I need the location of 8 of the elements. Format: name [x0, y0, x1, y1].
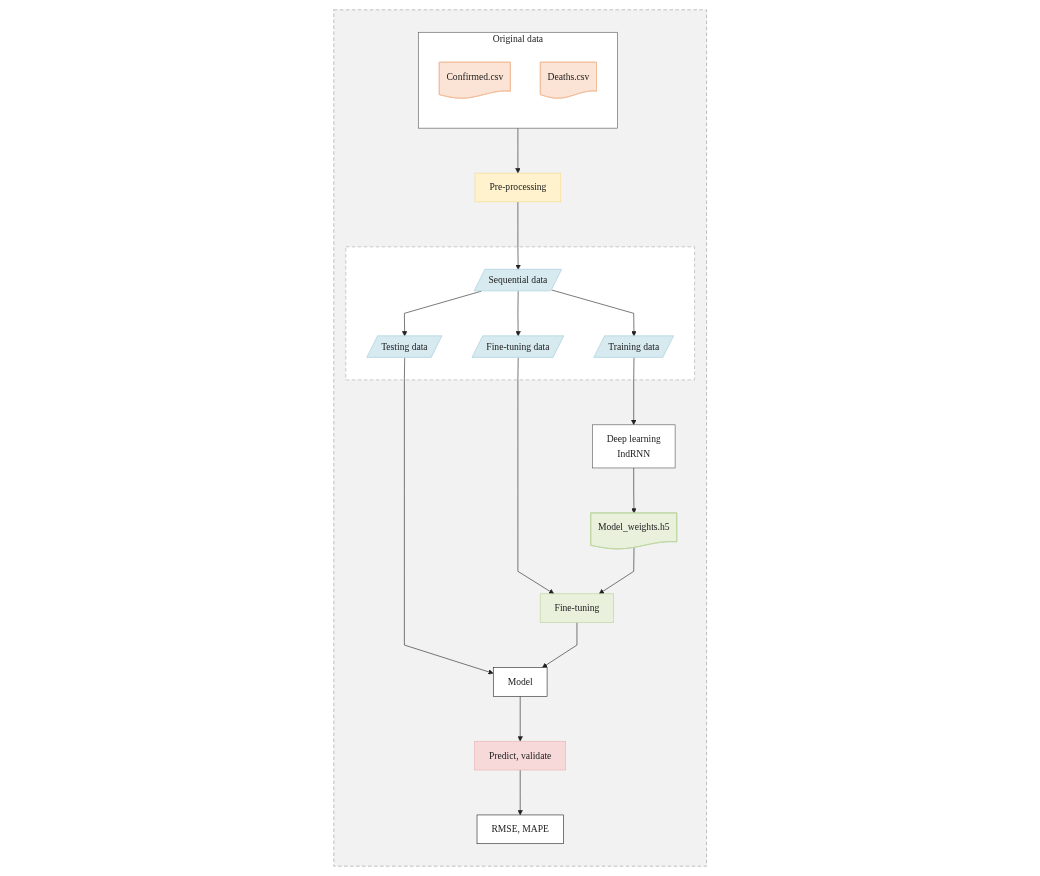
node-box: Model	[492, 667, 548, 697]
node-box: Deep learning IndRNN	[591, 424, 676, 469]
node-box: Predict, validate	[474, 740, 566, 771]
node-box: RMSE, MAPE	[476, 814, 564, 844]
cluster	[333, 9, 707, 867]
node-box: Fine-tuning	[539, 593, 614, 623]
node-box: Pre-processing	[474, 172, 561, 203]
cluster	[345, 246, 695, 381]
